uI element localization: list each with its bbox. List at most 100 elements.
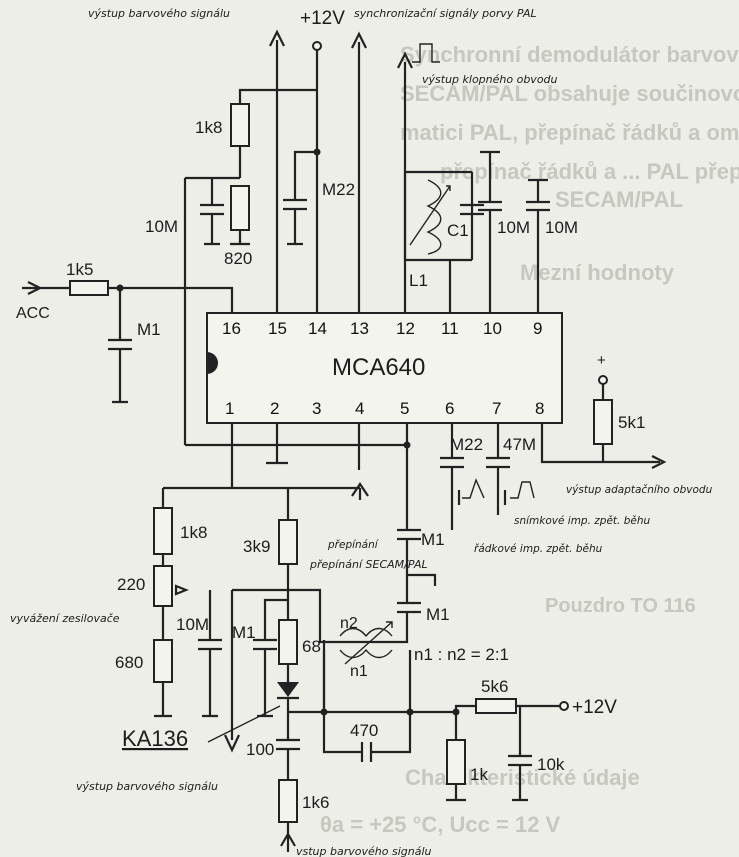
n2-label: n2 xyxy=(340,615,358,632)
capacitor-m1-pin5 xyxy=(397,528,437,586)
resistor-680 xyxy=(153,639,173,683)
frame-imp-label: snímkové imp. zpět. běhu xyxy=(514,515,650,527)
diode-ka136 xyxy=(277,682,299,697)
color-in-bot-label: vstup barvového signálu xyxy=(296,845,432,857)
c-47m-label: 47M xyxy=(503,435,536,454)
arrow-up-icon xyxy=(457,490,507,505)
resistor-3k9 xyxy=(278,519,298,565)
wire xyxy=(161,486,232,508)
pin-13: 13 xyxy=(350,319,369,338)
r-680-label: 680 xyxy=(115,653,143,672)
r-1k5-label: 1k5 xyxy=(66,260,93,279)
capacitor-10k xyxy=(508,706,532,802)
c1-label: C1 xyxy=(447,221,469,240)
pin-14: 14 xyxy=(308,319,327,338)
capacitor-10m-left xyxy=(200,178,224,246)
c-10m-bot-label: 10M xyxy=(176,615,209,634)
pin-3: 3 xyxy=(312,399,321,418)
pulse-waveform-icon xyxy=(412,43,440,63)
pin2-ground xyxy=(266,423,288,465)
transformer-loop xyxy=(322,650,412,714)
r-820-label: 820 xyxy=(224,249,252,268)
switch-label-1: přepínání xyxy=(327,539,380,551)
arrow-right-icon xyxy=(651,455,667,469)
acc-label: ACC xyxy=(16,305,50,322)
arrow-up-icon xyxy=(397,51,413,69)
c-m22-pin6-label: M22 xyxy=(450,435,483,454)
vcc-terminal xyxy=(312,41,322,51)
pin8-wire xyxy=(540,423,660,464)
l1-label: L1 xyxy=(409,271,428,290)
capacitor-m1-mid xyxy=(232,575,421,644)
sync-pal-label: synchronizační signály porvy PAL xyxy=(354,7,537,20)
n1-label: n1 xyxy=(350,663,368,680)
c-10m-pin9-label: 10M xyxy=(545,218,578,237)
bg-text-line1: Synchronní demodulátor barvového signálu xyxy=(400,42,739,67)
pin-1: 1 xyxy=(225,399,234,418)
c-10k-label: 10k xyxy=(537,755,565,774)
ratio-label: n1 : n2 = 2:1 xyxy=(414,645,509,664)
potentiometer-220 xyxy=(153,565,173,607)
bg-text-mezni: Mezní hodnoty xyxy=(520,260,675,285)
resistor-820 xyxy=(230,185,250,231)
wire xyxy=(238,88,317,104)
capacitor-10m-pin10 xyxy=(478,150,502,313)
plus-sign: + xyxy=(597,352,606,369)
pot-220-label: 220 xyxy=(117,575,145,594)
c-m1-mid-label: M1 xyxy=(426,605,450,624)
pin-10: 10 xyxy=(483,319,502,338)
c-m1-bot-label: M1 xyxy=(232,623,256,642)
bg-text-line2: SECAM/PAL obsahuje součinovou a rozdílov… xyxy=(400,81,739,106)
pin-9: 9 xyxy=(533,319,542,338)
bg-text-line4: přepínač řádků a ... PAL přepínač xyxy=(440,159,739,184)
pin-7: 7 xyxy=(492,399,501,418)
resistor-1k6 xyxy=(278,779,298,823)
capacitor-m1-bot xyxy=(253,598,288,718)
pin-2: 2 xyxy=(270,399,279,418)
variable-arrow-icon xyxy=(409,185,451,246)
wire xyxy=(277,696,299,740)
resistor-1k8-left xyxy=(153,507,173,555)
ic-notch-icon xyxy=(207,352,218,374)
winding-n1 xyxy=(339,648,393,659)
r-3k9-label: 3k9 xyxy=(243,537,270,556)
pin-4: 4 xyxy=(355,399,364,418)
arrow-up-icon xyxy=(351,31,367,49)
inductor-l1 xyxy=(426,179,442,255)
resistor-1k8-top xyxy=(230,103,250,147)
pulse-waveform-icon xyxy=(462,478,485,499)
c-10m-left-label: 10M xyxy=(145,217,178,236)
ground xyxy=(154,682,172,718)
r-1k6-label: 1k6 xyxy=(302,793,329,812)
vcc-terminal-pin8 xyxy=(598,375,608,385)
pin-6: 6 xyxy=(445,399,454,418)
ground xyxy=(230,230,250,246)
adaptor-out-label: výstup adaptačního obvodu xyxy=(566,484,713,496)
diode-pointer xyxy=(207,705,281,743)
vcc-terminal-bottom xyxy=(559,701,569,711)
line-imp-label: řádkové imp. zpět. běhu xyxy=(474,543,603,555)
pin-8: 8 xyxy=(535,399,544,418)
gain-label: vyvážení zesilovače xyxy=(10,612,120,625)
capacitor-m22 xyxy=(283,150,317,246)
capacitor-10m-bot xyxy=(198,590,222,718)
resistor-1k5 xyxy=(69,280,109,296)
r-1k8-left-label: 1k8 xyxy=(180,523,207,542)
capacitor-m1-acc xyxy=(108,288,132,404)
r-5k6-label: 5k6 xyxy=(481,677,508,696)
c-m1-acc-label: M1 xyxy=(137,320,161,339)
input-arrow-icon xyxy=(280,822,296,852)
r-5k1-label: 5k1 xyxy=(618,413,645,432)
color-out-top-label: výstup barvového signálu xyxy=(88,7,230,20)
vcc-label: +12V xyxy=(300,8,345,29)
c-470-label: 470 xyxy=(350,721,378,740)
flipflop-label: výstup klopného obvodu xyxy=(422,73,558,86)
capacitor-100 xyxy=(276,738,300,780)
switch-label: přepínání SECAM/PAL xyxy=(309,558,428,571)
resistor-1k xyxy=(446,739,466,785)
c-m1-pin5-label: M1 xyxy=(421,530,445,549)
switch-wire xyxy=(232,482,369,500)
color-out-bot-label: výstup barvového signálu xyxy=(76,780,218,793)
bg-text-pouzdro: Pouzdro TO 116 xyxy=(545,595,696,617)
